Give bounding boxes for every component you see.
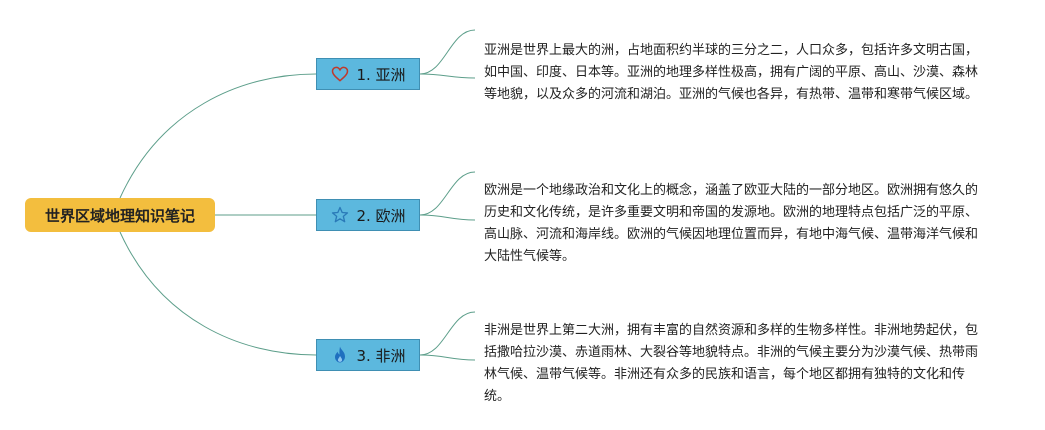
root-title: 世界区域地理知识笔记 — [44, 206, 195, 225]
topic-description-europe: 欧洲是一个地缘政治和文化上的概念，涵盖了欧亚大陆的一部分地区。欧洲拥有悠久的历史… — [484, 183, 979, 264]
topic-description-africa: 非洲是世界上第二大洲，拥有丰富的自然资源和多样的生物多样性。非洲地势起伏，包括撒… — [484, 323, 979, 404]
star-icon — [330, 205, 350, 225]
flame-icon — [330, 345, 350, 365]
edge-topic-3-desc — [419, 311, 476, 356]
topic-node-asia[interactable]: 1. 亚洲 — [316, 58, 420, 90]
topic-node-africa[interactable]: 3. 非洲 — [316, 339, 420, 371]
topic-label: 1. 亚洲 — [356, 65, 406, 84]
edge-topic-1-desc — [419, 29, 476, 75]
heart-icon — [330, 64, 350, 84]
edge-root-topic-1 — [119, 73, 317, 199]
topic-description-asia: 亚洲是世界上最大的洲，占地面积约半球的三分之二，人口众多，包括许多文明古国，如中… — [484, 43, 979, 102]
root-node[interactable]: 世界区域地理知识笔记 — [25, 198, 215, 232]
edge-root-topic-3 — [119, 231, 317, 356]
edge-topic-2-desc — [419, 171, 476, 216]
topic-label: 2. 欧洲 — [356, 206, 406, 225]
topic-node-europe[interactable]: 2. 欧洲 — [316, 199, 420, 231]
topic-label: 3. 非洲 — [356, 346, 406, 365]
